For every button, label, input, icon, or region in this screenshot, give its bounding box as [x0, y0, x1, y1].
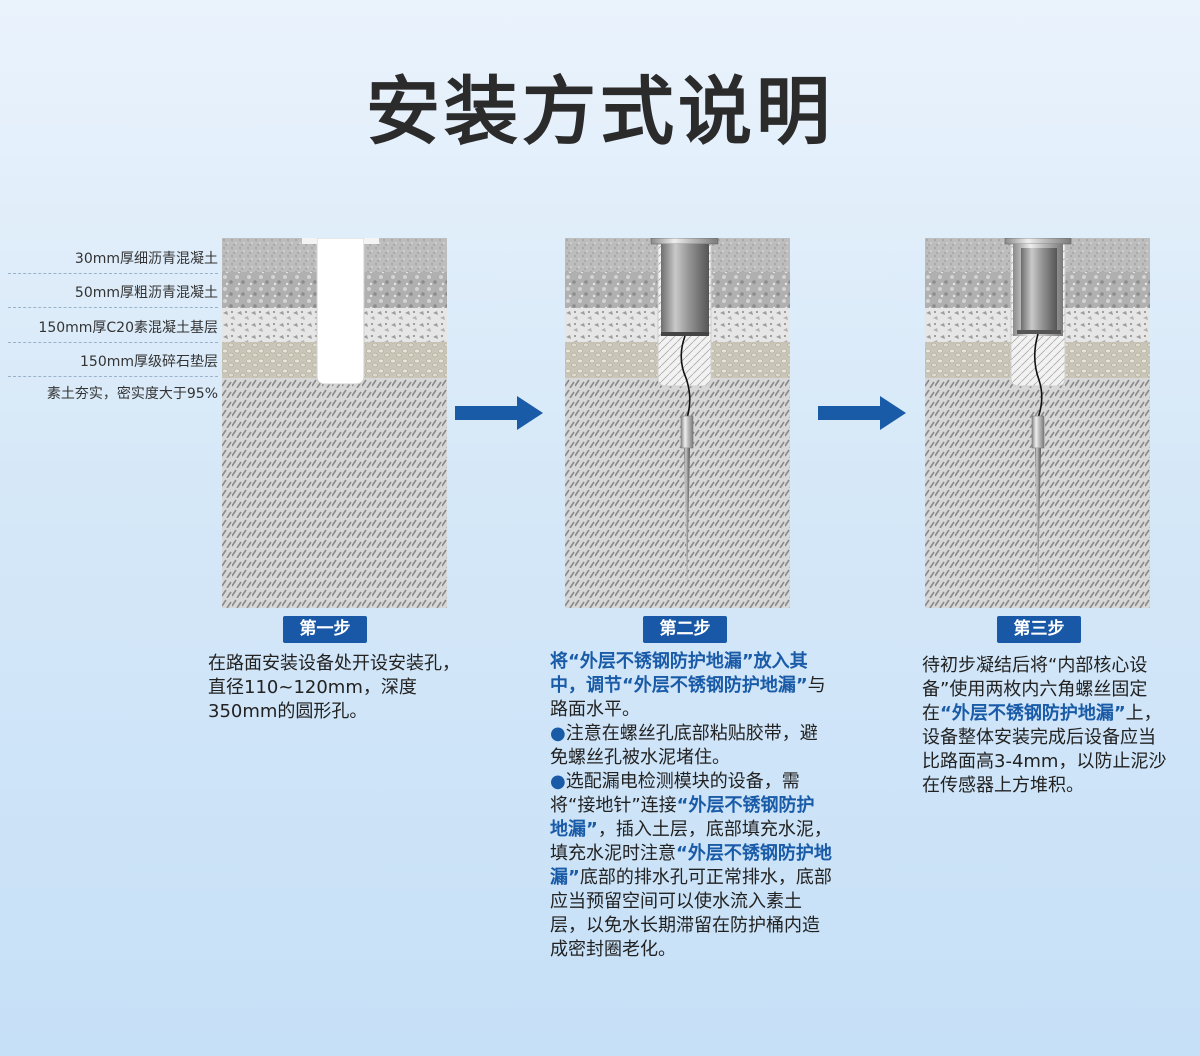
step3-highlight-drain: “外层不锈钢防护地漏”: [940, 703, 1126, 724]
step3-description: 待初步凝结后将“内部核心设备”使用两枚内六角螺丝固定在“外层不锈钢防护地漏”上，…: [922, 654, 1168, 798]
step1-badge: 第一步: [283, 616, 367, 643]
drain-bottom: [1017, 330, 1061, 334]
ground-pin-head: [681, 416, 693, 448]
step1-cross-section: [222, 238, 447, 608]
step2-cross-section: [565, 238, 790, 608]
page-title: 安装方式说明: [0, 52, 1200, 159]
step1-diagram: [222, 238, 447, 608]
step2-note-tape: 注意在螺丝孔底部粘贴胶带，避免螺丝孔被水泥堵住。: [550, 723, 818, 768]
step2-description: 将“外层不锈钢防护地漏”放入其中，调节“外层不锈钢防护地漏”与路面水平。 ●注意…: [550, 650, 832, 962]
hole-rim-left: [302, 238, 317, 244]
install-hole: [317, 238, 364, 384]
arrow-right-icon: [455, 396, 545, 430]
step1-description: 在路面安装设备处开设安装孔，直径110~120mm，深度350mm的圆形孔。: [208, 652, 470, 724]
layer-soil: [565, 378, 790, 608]
drain-flange: [651, 238, 718, 244]
layer-label-coarse-asphalt: 50mm厚粗沥青混凝土: [8, 282, 218, 308]
step2-badge: 第二步: [643, 616, 727, 643]
arrow-right-icon: [818, 396, 908, 430]
core-device: [1021, 248, 1057, 332]
bullet-icon: ●: [550, 771, 566, 792]
step3-badge: 第三步: [997, 616, 1081, 643]
layer-soil: [222, 378, 447, 608]
step2-highlight-intro: 将“外层不锈钢防护地漏”放入其中，调节“外层不锈钢防护地漏”: [550, 651, 808, 696]
layer-label-gravel: 150mm厚级碎石垫层: [8, 351, 218, 377]
step3-cross-section: [925, 238, 1150, 608]
steel-drain-body: [661, 244, 709, 336]
step2-diagram: [565, 238, 790, 608]
step3-diagram: [925, 238, 1150, 608]
bullet-icon: ●: [550, 723, 566, 744]
ground-pin-head: [1032, 416, 1044, 448]
layer-label-fine-asphalt: 30mm厚细沥青混凝土: [8, 248, 218, 274]
drain-flange: [1005, 238, 1071, 244]
drain-bottom: [661, 332, 709, 336]
hole-rim-right: [364, 238, 379, 244]
step2-note-module-c: 底部的排水孔可正常排水，底部应当预留空间可以使水流入素土层，以免水长期滞留在防护…: [550, 867, 832, 960]
layer-label-concrete-base: 150mm厚C20素混凝土基层: [8, 317, 218, 343]
layer-label-soil: 素土夯实，密实度大于95%: [47, 383, 218, 408]
